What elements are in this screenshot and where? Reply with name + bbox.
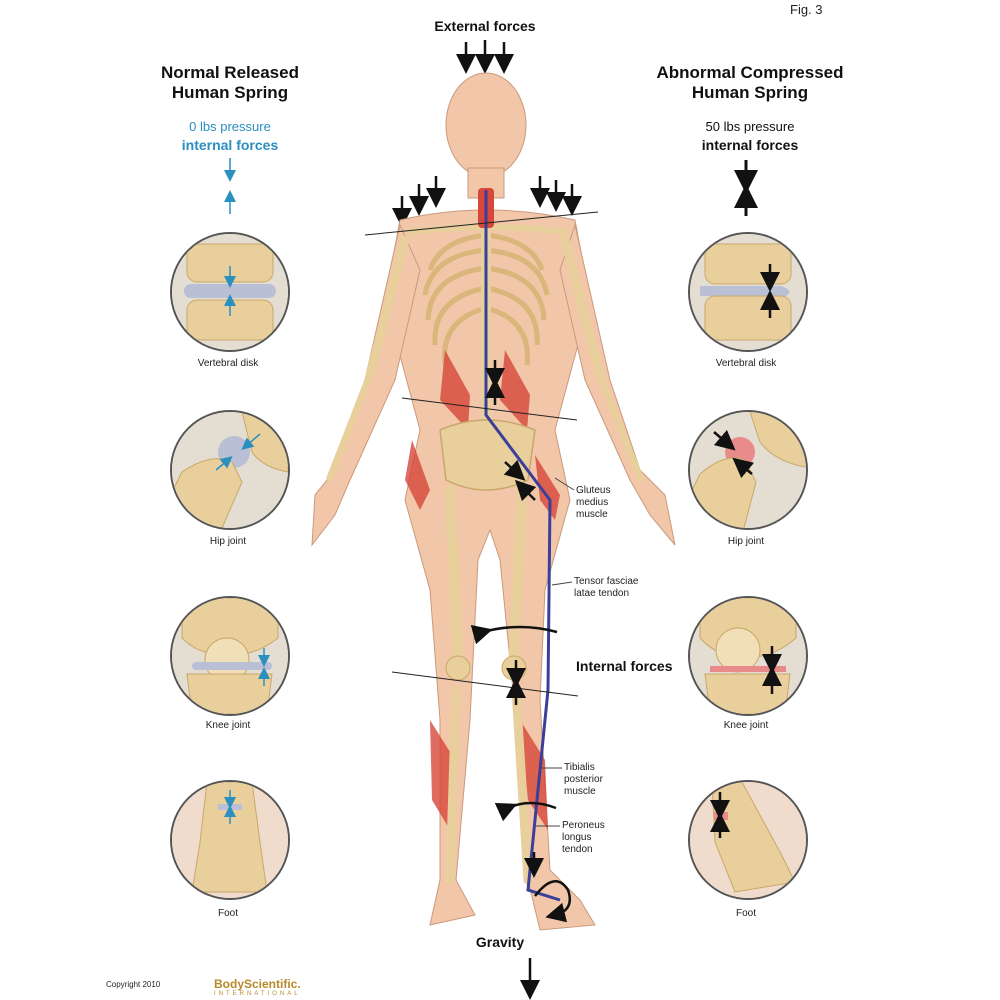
right-vertebral-disk-inset — [688, 232, 808, 352]
gluteus-medius-label: Gluteus medius muscle — [576, 485, 610, 521]
left-knee-joint-inset — [170, 596, 290, 716]
external-forces-label: External forces — [434, 18, 536, 34]
gluteus-line2: medius — [576, 497, 609, 508]
left-pressure-value: 0 lbs pressure — [189, 119, 271, 134]
right-forces-label: internal forces — [701, 137, 799, 153]
gluteus-line1: Gluteus — [576, 485, 611, 496]
knee-joint-normal-drawing — [172, 598, 288, 714]
right-caption-knee-joint: Knee joint — [723, 720, 769, 731]
left-vertebral-disk-inset — [170, 232, 290, 352]
tensor-line1: Tensor fasciae — [574, 576, 639, 587]
right-foot-inset — [688, 780, 808, 900]
right-pressure-value: 50 lbs pressure — [705, 119, 795, 134]
tibialis-line2: posterior — [564, 774, 603, 785]
vertebral-disk-normal-drawing — [172, 234, 288, 350]
tibialis-posterior-label: Tibialis posterior muscle — [564, 762, 603, 798]
right-caption-vertebral-disk: Vertebral disk — [715, 358, 777, 369]
right-title-line1: Abnormal Compressed — [656, 63, 844, 82]
right-panel-title: Abnormal Compressed Human Spring — [630, 63, 870, 103]
tibialis-line1: Tibialis — [564, 762, 595, 773]
external-force-arrows-head — [456, 40, 514, 74]
left-caption-hip-joint: Hip joint — [209, 536, 247, 547]
gluteus-line3: muscle — [576, 509, 608, 520]
left-title-line2: Human Spring — [171, 83, 289, 102]
peroneus-line1: Peroneus — [562, 820, 605, 831]
right-hip-joint-inset — [688, 410, 808, 530]
tensor-fasciae-label: Tensor fasciae latae tendon — [574, 576, 638, 600]
internal-forces-label: Internal forces — [576, 658, 673, 674]
rib-cage — [422, 232, 550, 366]
tibialis-line3: muscle — [564, 786, 596, 797]
right-caption-foot: Foot — [735, 908, 756, 919]
tilt-lines — [364, 211, 599, 697]
right-pressure: 50 lbs pressure internal forces — [650, 118, 850, 154]
hip-joint-normal-drawing — [172, 412, 288, 528]
foot-normal-drawing — [172, 782, 288, 898]
peroneus-line2: longus — [562, 832, 592, 843]
left-hip-joint-inset — [170, 410, 290, 530]
rotation-arrows — [470, 624, 572, 923]
right-knee-joint-inset — [688, 596, 808, 716]
tensor-line2: latae tendon — [574, 588, 630, 599]
right-knee-cap — [501, 655, 527, 681]
right-title-line2: Human Spring — [691, 83, 809, 102]
left-pressure: 0 lbs pressure internal forces — [130, 118, 330, 154]
brand-logo-subtitle: INTERNATIONAL — [214, 991, 301, 997]
vertebral-disk-compressed-drawing — [690, 234, 806, 350]
left-foot-inset — [170, 780, 290, 900]
pelvis — [439, 419, 536, 491]
left-caption-knee-joint: Knee joint — [205, 720, 251, 731]
figure-label: Fig. 3 — [790, 2, 823, 17]
left-knee-cap — [445, 655, 471, 681]
right-caption-hip-joint: Hip joint — [727, 536, 765, 547]
brand-logo: BodyScientific. — [214, 977, 301, 991]
left-panel-title: Normal Released Human Spring — [120, 63, 340, 103]
copyright-text: Copyright 2010 — [106, 980, 161, 989]
external-force-arrows-shoulders — [392, 176, 582, 228]
left-caption-vertebral-disk: Vertebral disk — [197, 358, 259, 369]
left-title-line1: Normal Released — [161, 63, 299, 82]
internal-force-arrows-body — [485, 360, 544, 878]
left-forces-label: internal forces — [181, 137, 279, 153]
annotation-leaders — [536, 477, 575, 827]
hip-joint-compressed-drawing — [690, 412, 806, 528]
left-caption-foot: Foot — [217, 908, 238, 919]
peroneus-longus-label: Peroneus longus tendon — [562, 820, 605, 856]
gravity-label: Gravity — [475, 934, 525, 950]
foot-compressed-drawing — [690, 782, 806, 898]
peroneus-line3: tendon — [562, 844, 593, 855]
knee-joint-compressed-drawing — [690, 598, 806, 714]
